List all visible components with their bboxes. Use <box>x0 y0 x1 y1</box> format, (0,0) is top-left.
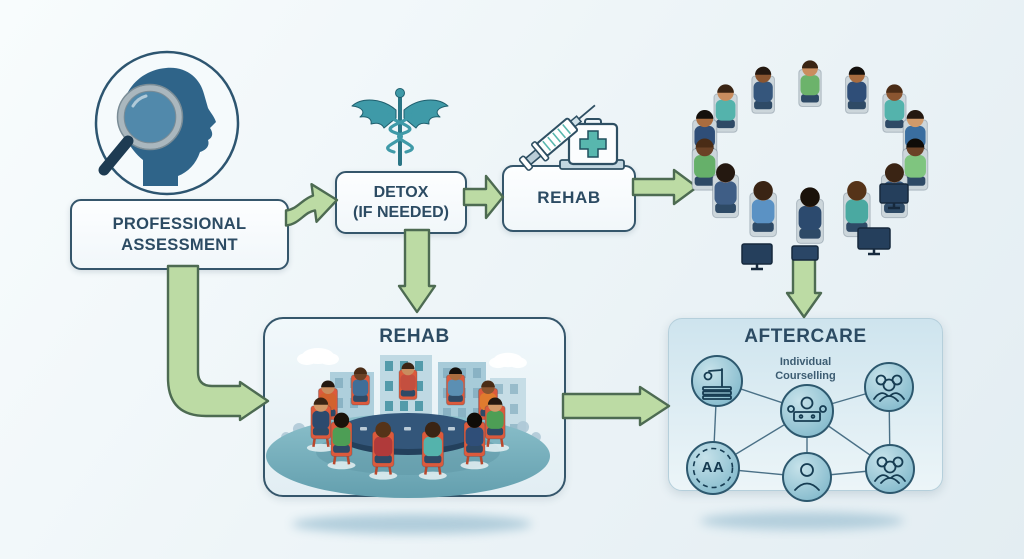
person-figure <box>796 187 824 244</box>
arrow-rehab-group-to-aftercare <box>561 385 671 427</box>
arrow-group-circle-to-aftercare <box>785 250 823 319</box>
aftercare-title: AFTERCARE <box>744 326 867 347</box>
first-aid-kit-icon <box>559 118 625 170</box>
aa-meeting-label: AA <box>701 459 725 476</box>
rehab-box: REHAB <box>502 165 636 232</box>
person-figure <box>798 60 822 107</box>
person-figure <box>713 84 738 133</box>
person-figure <box>843 181 871 238</box>
arrow-detox-to-rehab-group <box>397 228 437 314</box>
person-figure <box>845 66 869 114</box>
detox-label: DETOX (IF NEEDED) <box>353 183 449 221</box>
arrow-assessment-to-rehab-group <box>166 264 270 422</box>
person-figure <box>751 66 775 114</box>
rehab-panel-title: REHAB <box>379 326 450 347</box>
person-figure <box>882 84 907 133</box>
magnifier-head-profile-icon <box>94 50 240 196</box>
person-figure <box>712 163 740 219</box>
person-figure <box>691 138 718 191</box>
individual-counselling-label: Individual Courselling <box>775 356 836 383</box>
arrow-detox-to-rehab <box>462 174 505 220</box>
person-figure <box>692 110 718 161</box>
monitor-screen <box>857 227 891 256</box>
caduceus-icon <box>351 88 449 166</box>
rehab-label: REHAB <box>537 188 601 208</box>
arrow-assessment-to-detox <box>284 183 339 227</box>
person-figure <box>880 163 908 219</box>
detox-box: DETOX (IF NEEDED) <box>335 171 467 234</box>
person-figure <box>902 138 929 191</box>
rehab-group-panel: REHAB <box>263 317 566 497</box>
person-figure <box>749 181 777 238</box>
syringe-icon <box>518 104 596 171</box>
assessment-box: PROFESSIONAL ASSESSMENT <box>70 199 289 270</box>
arrow-rehab-to-group-circle <box>631 168 699 206</box>
shadows <box>292 512 904 534</box>
monitor-screen <box>741 243 773 271</box>
people-sitting-in-circle-illustration <box>691 60 929 271</box>
monitor-screen <box>879 183 909 210</box>
person-figure <box>902 110 928 161</box>
assessment-label: PROFESSIONAL ASSESSMENT <box>112 215 247 254</box>
